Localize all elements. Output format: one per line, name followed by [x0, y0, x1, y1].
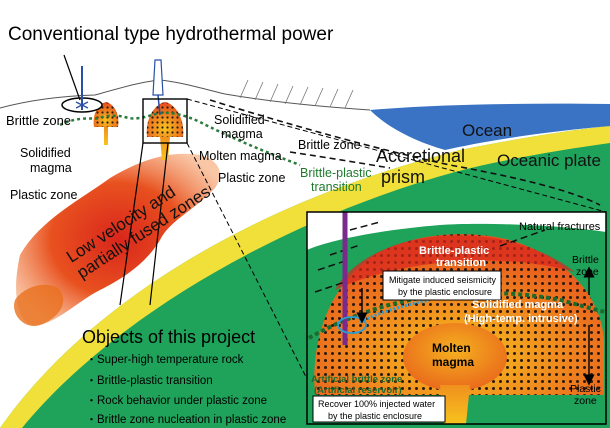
leader-lines	[119, 98, 607, 425]
label-solidified-left-1: Solidified	[20, 146, 71, 160]
inset-plastic-zone-2: zone	[574, 395, 597, 407]
fault-line	[209, 99, 601, 206]
mitigate-box	[382, 270, 502, 301]
inset-bpt-2: transition	[436, 257, 486, 269]
project-bullet: ・	[86, 375, 97, 387]
title: Conventional type hydrothermal power	[8, 24, 334, 45]
crust-surface	[0, 79, 371, 111]
fault-line-2	[289, 151, 391, 169]
project-item: Rock behavior under plastic zone	[97, 395, 267, 407]
label-ocean: Ocean	[462, 121, 512, 140]
project-bullet: ・	[86, 414, 97, 426]
label-accretional-1: Accretional	[376, 146, 465, 166]
inset-brittle-zone-1: Brittle	[572, 254, 599, 266]
low-velocity-tail	[14, 284, 64, 326]
project-heading: Objects of this project	[82, 327, 255, 347]
surface-hatching	[239, 79, 354, 109]
label-plastic-zone-mid: Plastic zone	[218, 171, 285, 185]
recover-box	[312, 395, 446, 423]
inset-recover-1: Recover 100% injected water	[318, 399, 435, 409]
label-solidified-left-2: magma	[30, 161, 72, 175]
hydrothermal-plant	[61, 54, 103, 113]
label-brittle-zone-left: Brittle zone	[6, 113, 71, 128]
label-oceanic-plate: Oceanic plate	[497, 151, 601, 170]
inset-panel: Natural fractures Brittle-plastic transi…	[306, 211, 607, 425]
inset-molten-2: magma	[432, 355, 474, 369]
inset-solidified-2: (High-temp. intrusive)	[464, 313, 578, 325]
inset-plastic-zone-1: Plastic	[570, 383, 601, 395]
low-velocity-zone	[16, 153, 221, 326]
inset-mitigate-1: Mitigate induced seismicity	[389, 275, 497, 285]
project-item: Brittle-plastic transition	[97, 375, 213, 387]
middle-magma-chamber	[146, 102, 184, 160]
project-bullet: ・	[86, 395, 97, 407]
project-item: Super-high temperature rock	[97, 354, 244, 366]
brittle-plastic-line	[59, 111, 301, 167]
ocean-body	[370, 103, 610, 150]
inset-bpt-1: Brittle-plastic	[419, 245, 489, 257]
inset-molten-1: Molten	[432, 341, 471, 355]
inset-recover-2: by the plastic enclosure	[328, 411, 422, 421]
selection-box	[142, 98, 188, 144]
inset-artificial-2: (Artificial reservoir)	[314, 385, 402, 396]
label-bpt-1: Brittle-plastic	[300, 166, 372, 180]
label-bpt-2: transition	[311, 180, 362, 194]
artificial-reservoir	[337, 316, 367, 334]
label-solidified-mid-1: Solidified	[214, 113, 265, 127]
inset-molten-core	[403, 323, 507, 391]
label-solidified-mid-2: magma	[221, 127, 263, 141]
label-molten-magma-mid: Molten magma	[199, 149, 282, 163]
project-objects: Objects of this project ・ Super-high tem…	[82, 327, 286, 426]
inset-brittle-zone-2: zone	[576, 266, 599, 278]
project-bullet: ・	[86, 354, 97, 366]
inset-mitigate-2: by the plastic enclosure	[398, 287, 492, 297]
label-brittle-zone-mid: Brittle zone	[298, 138, 361, 152]
inset-artificial-1: Artificial brittle zone	[311, 374, 402, 385]
inset-solidified-1: Solidified magma	[472, 299, 564, 311]
label-accretional-2: prism	[381, 167, 425, 187]
inset-natural-fractures: Natural fractures	[519, 221, 601, 233]
label-plastic-zone-left: Plastic zone	[10, 188, 77, 202]
project-item: Brittle zone nucleation in plastic zone	[97, 414, 286, 426]
project-list: ・ Super-high temperature rock ・ Brittle-…	[86, 354, 286, 426]
